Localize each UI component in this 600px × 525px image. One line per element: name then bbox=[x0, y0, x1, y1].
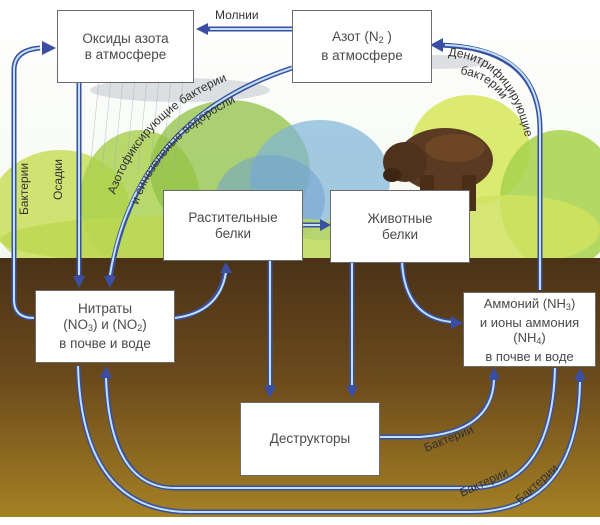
node-ammonium: Аммоний (NH3) и ионы аммония (NH4) в поч… bbox=[463, 292, 596, 367]
node-oxides-line1: Оксиды азота bbox=[82, 30, 169, 46]
node-animal-proteins-line1: Животные bbox=[367, 210, 433, 226]
node-ammonium-line1: Аммоний (NH3) bbox=[483, 295, 576, 312]
node-ammonium-line4: в почве и воде bbox=[485, 348, 574, 364]
arrowhead-lightning bbox=[196, 23, 208, 35]
arrows bbox=[11, 23, 586, 515]
label-precipitation: Осадки bbox=[51, 159, 65, 200]
node-nitrates-line3: в почве и воде bbox=[59, 336, 151, 351]
bear-illustration bbox=[383, 128, 493, 211]
node-ammonium-line3: (NH4) bbox=[513, 329, 546, 346]
node-ammonium-line2: и ионы аммония bbox=[479, 314, 580, 330]
label-bacteria-left: Бактерии bbox=[17, 163, 31, 215]
node-oxides-atmosphere: Оксиды азота в атмосфере bbox=[57, 10, 194, 83]
node-plant-proteins-line2: белки bbox=[215, 225, 251, 241]
node-nitrates-line2: (NO3) и (NO2) bbox=[63, 317, 147, 333]
node-nitrates: Нитраты (NO3) и (NO2) в почве и воде bbox=[35, 290, 175, 363]
node-oxides-line2: в атмосфере bbox=[84, 46, 167, 62]
node-plant-proteins: Растительные белки bbox=[163, 190, 303, 261]
bottom-margin bbox=[0, 517, 600, 525]
node-plant-proteins-line1: Растительные bbox=[188, 209, 278, 225]
node-decomposers: Деструкторы bbox=[240, 402, 380, 476]
node-nitrogen-line2: в атмосфере bbox=[321, 48, 403, 63]
node-nitrogen-atmosphere: Азот (N2 ) в атмосфере bbox=[292, 10, 432, 83]
node-decomposers-line1: Деструкторы bbox=[269, 431, 351, 446]
node-animal-proteins-line2: белки bbox=[382, 226, 418, 242]
node-nitrates-line1: Нитраты bbox=[77, 301, 133, 316]
label-lightning: Молнии bbox=[215, 8, 259, 22]
node-nitrogen-line1: Азот (N2 ) bbox=[332, 29, 392, 45]
node-animal-proteins: Животные белки bbox=[330, 190, 470, 263]
